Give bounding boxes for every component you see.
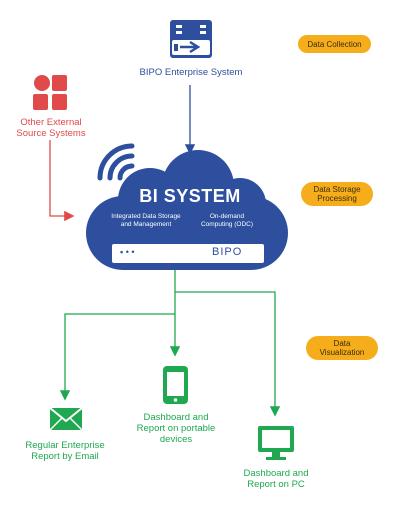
data-storage-pill: Data Storage Processing [301, 182, 373, 206]
pc-dashboard-label: Dashboard and Report on PC [243, 468, 309, 490]
portable-dashboard-label: Dashboard and Report on portable devices [136, 412, 216, 445]
data-visualization-pill: Data Visualization [306, 336, 378, 360]
external-to-cloud-arrow [49, 140, 75, 222]
storage-caption: Integrated Data Storage and Management [111, 213, 181, 228]
wireless-signal-icon [97, 143, 135, 181]
bipo-device-bar [112, 244, 264, 263]
output-connectors [59, 270, 281, 417]
external-systems-label: Other External Source Systems [16, 117, 86, 139]
server-icon [170, 20, 212, 58]
envelope-icon [49, 407, 83, 431]
monitor-icon [258, 426, 294, 460]
bipo-brand-label: BIPO [212, 246, 243, 258]
bi-system-title: BI SYSTEM [139, 186, 241, 206]
smartphone-icon [163, 366, 188, 404]
odc-caption: On-demand Computing (ODC) [200, 213, 253, 228]
bi-system-cloud [86, 150, 288, 270]
bipo-device-dots: ▪ • • [120, 247, 135, 257]
email-report-label: Regular Enterprise Report by Email [25, 440, 105, 462]
enterprise-system-label: BIPO Enterprise System [139, 67, 243, 78]
data-collection-pill: Data Collection [298, 35, 371, 53]
apps-grid-icon [33, 75, 67, 110]
